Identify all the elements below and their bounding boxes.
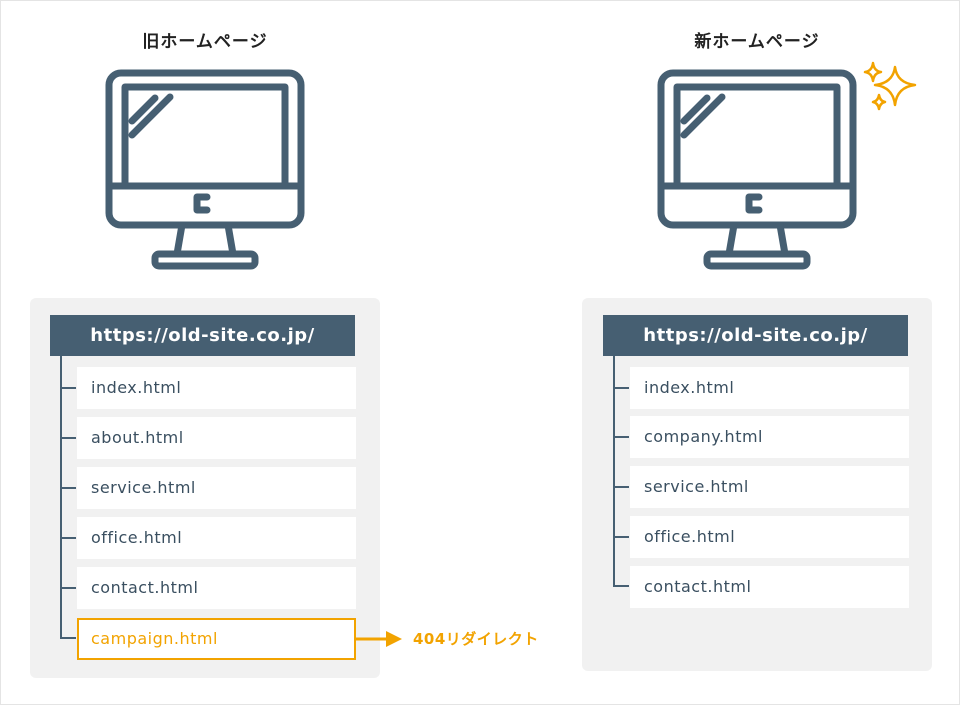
tree-branch [613,486,629,488]
new-site-page-contact[interactable]: contact.html [630,566,909,608]
old-site-page-service[interactable]: service.html [77,467,356,509]
old-site-monitor-icon [105,69,305,270]
tree-branch [60,487,76,489]
old-site-heading: 旧ホームページ [142,32,268,52]
old-site-page-contact[interactable]: contact.html [77,567,356,609]
tree-branch [60,387,76,389]
new-site-heading: 新ホームページ [694,32,820,52]
tree-branch [613,387,629,389]
tree-branch [60,637,76,639]
tree-branch [613,536,629,538]
tree-branch [613,436,629,438]
old-site-page-about[interactable]: about.html [77,417,356,459]
tree-branch [60,437,76,439]
new-site-page-office[interactable]: office.html [630,516,909,558]
new-site-page-index[interactable]: index.html [630,367,909,409]
old-site-page-campaign[interactable]: campaign.html [77,618,356,660]
new-site-url-bar: https://old-site.co.jp/ [603,315,908,356]
tree-branch [60,537,76,539]
tree-branch [60,587,76,589]
old-site-page-office[interactable]: office.html [77,517,356,559]
new-site-page-service[interactable]: service.html [630,466,909,508]
old-site-url-bar: https://old-site.co.jp/ [50,315,355,356]
old-site-tree-line [60,356,62,638]
new-site-tree-line [613,356,615,587]
old-site-page-index[interactable]: index.html [77,367,356,409]
arrow-right-icon [356,631,402,647]
redirect-label: 404リダイレクト [413,630,539,648]
new-site-page-company[interactable]: company.html [630,416,909,458]
tree-branch [613,585,629,587]
sparkle-icon [863,61,917,111]
new-site-monitor-icon [657,69,857,270]
